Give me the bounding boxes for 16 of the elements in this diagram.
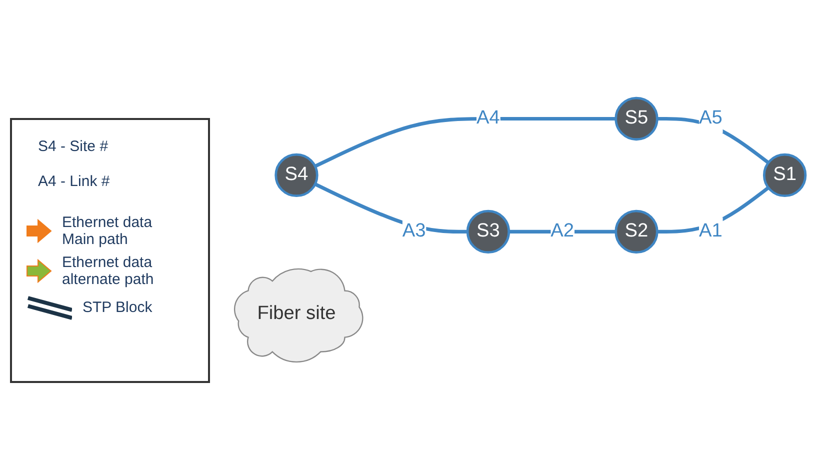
legend-note: S4 - Site # xyxy=(38,138,108,155)
edge-label: A3 xyxy=(402,220,426,242)
legend-label: Ethernet data alternate path xyxy=(62,254,155,288)
edge-label: A2 xyxy=(550,220,574,242)
legend-label: STP Block xyxy=(82,298,154,316)
connector xyxy=(314,116,616,168)
edge-label: A1 xyxy=(698,220,722,242)
node-circle: S5 xyxy=(614,96,658,141)
node-circle: S4 xyxy=(274,153,318,198)
legend-label: Ethernet data Main path xyxy=(62,214,154,248)
node-circle: S3 xyxy=(466,210,510,254)
node-circle: S1 xyxy=(762,153,807,198)
edge-label: A5 xyxy=(698,108,722,128)
legend-note: A4 - Link # xyxy=(38,173,110,190)
node-circle: S2 xyxy=(614,210,658,254)
edge-label: A4 xyxy=(476,108,500,128)
